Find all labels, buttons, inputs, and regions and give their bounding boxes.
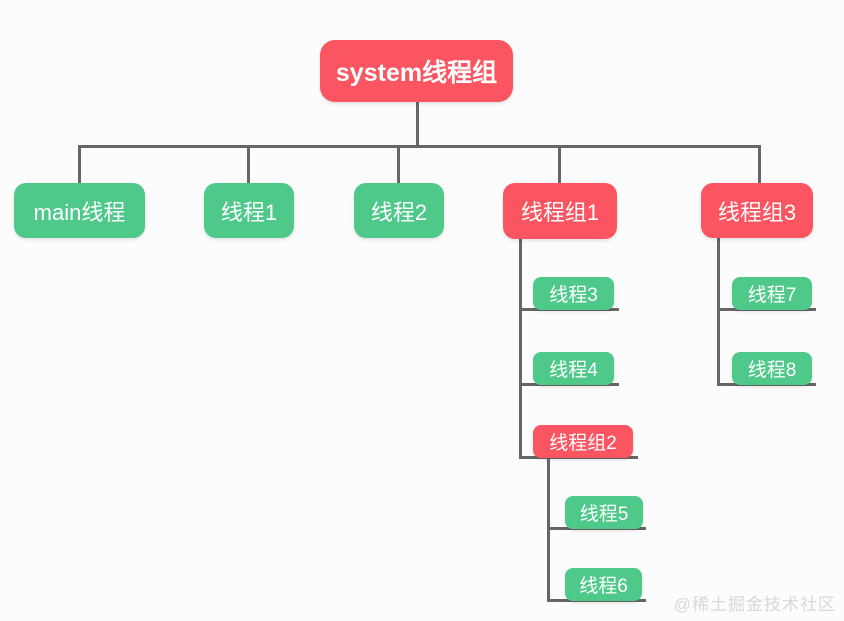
node-system-thread-group: system线程组 [320,40,513,102]
connector-drop-main-thread [78,145,81,183]
connector-drop-thread-group3 [758,145,761,183]
connector-group2-vertical [547,458,550,602]
watermark: @稀土掘金技术社区 [673,595,836,614]
node-thread7: 线程7 [732,277,812,310]
node-thread3: 线程3 [533,277,614,310]
node-thread-group2: 线程组2 [533,425,633,458]
node-thread-group3: 线程组3 [701,183,813,238]
connector-group3-vertical [717,238,720,386]
node-thread8: 线程8 [732,352,812,385]
connector-group1-vertical [519,239,522,459]
node-thread4: 线程4 [533,352,614,385]
connector-drop-thread2 [397,145,400,183]
node-main-thread: main线程 [14,183,145,238]
node-thread6: 线程6 [565,568,642,601]
connector-root-stem [416,102,419,147]
connector-drop-thread-group1 [558,145,561,183]
node-thread-group1: 线程组1 [503,183,617,239]
node-thread1: 线程1 [204,183,294,238]
connector-drop-thread1 [247,145,250,183]
connector-level1-bus [78,145,761,148]
node-thread2: 线程2 [354,183,444,238]
node-thread5: 线程5 [565,496,643,529]
